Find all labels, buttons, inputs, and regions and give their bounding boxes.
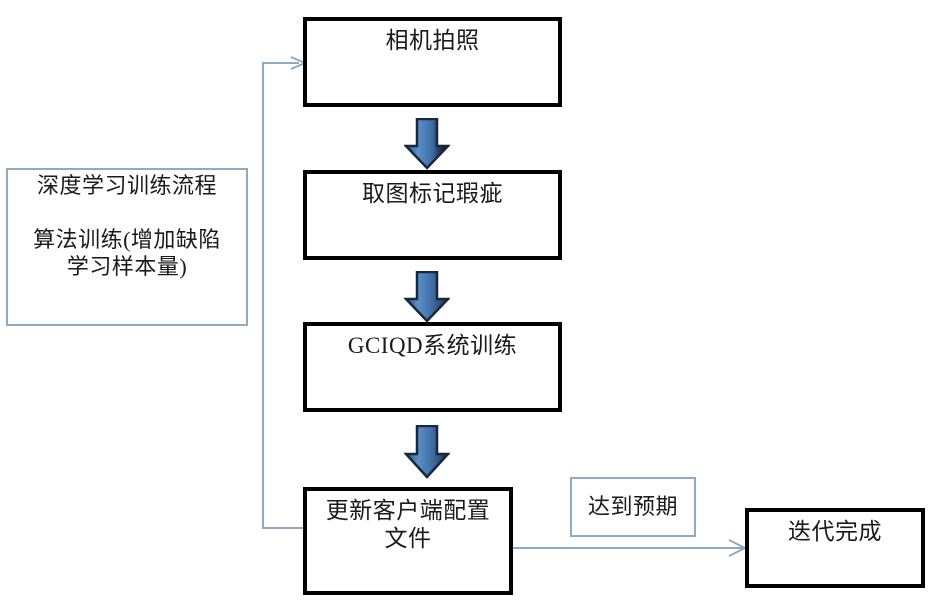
note-line-1: 深度学习训练流程 xyxy=(36,173,217,198)
note-training-process: 深度学习训练流程 算法训练(增加缺陷 学习样本量) xyxy=(6,168,248,326)
edge-label-meets-expectation: 达到预期 xyxy=(570,477,696,537)
block-arrow-camera-to-mark xyxy=(404,118,450,170)
block-arrow-mark-to-gciqd xyxy=(404,271,450,323)
node-mark-defect-label: 取图标记瑕疵 xyxy=(362,181,503,206)
note-training-process-text: 深度学习训练流程 算法训练(增加缺陷 学习样本量) xyxy=(8,170,246,281)
node-camera[interactable]: 相机拍照 xyxy=(303,17,562,107)
node-update-client-config[interactable]: 更新客户端配置 文件 xyxy=(303,487,513,595)
edge-label-meets-expectation-text: 达到预期 xyxy=(587,494,678,520)
node-gciqd-train[interactable]: GCIQD系统训练 xyxy=(303,322,562,412)
note-line-2: 算法训练(增加缺陷 xyxy=(33,226,221,252)
connector-to-iteration-done xyxy=(510,539,748,557)
note-spacer xyxy=(8,200,246,226)
node-update-config-line-2: 文件 xyxy=(384,526,432,552)
node-iteration-done[interactable]: 迭代完成 xyxy=(745,508,925,588)
node-camera-label: 相机拍照 xyxy=(385,28,480,53)
node-update-client-config-label: 更新客户端配置 文件 xyxy=(326,491,491,553)
block-arrow-gciqd-to-update xyxy=(404,425,450,479)
connector-feedback-loop xyxy=(262,56,308,529)
node-mark-defect[interactable]: 取图标记瑕疵 xyxy=(303,170,562,260)
node-gciqd-train-label: GCIQD系统训练 xyxy=(347,333,518,358)
node-update-config-line-1: 更新客户端配置 xyxy=(325,498,491,523)
node-iteration-done-label: 迭代完成 xyxy=(788,519,882,544)
note-line-3: 学习样本量) xyxy=(66,254,188,279)
